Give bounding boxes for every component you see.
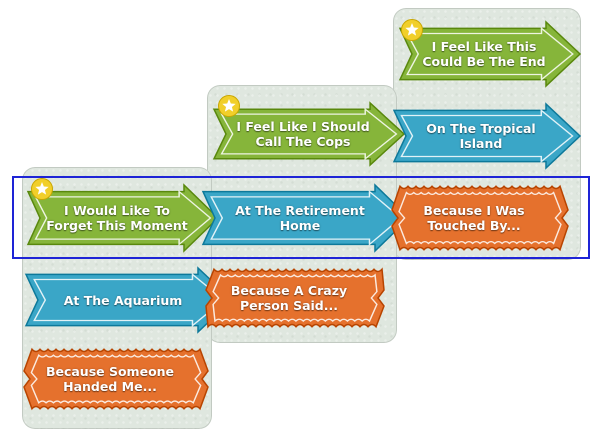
tile-shape [398,20,582,88]
tile-shape-border [220,107,398,161]
star-icon [31,178,53,200]
tile-feel-like-end[interactable]: I Feel Like This Could Be The End [398,20,582,88]
star-icon [218,95,240,117]
tile-retirement-home[interactable]: At The Retirement Home [201,183,411,253]
tile-shape-border [398,191,562,245]
tile-shape-border [212,273,378,323]
tile-shape-fill [205,267,385,329]
star-icon-shape [218,95,240,117]
tile-tropical-island[interactable]: On The Tropical Island [392,102,582,170]
tile-shape-fill [212,101,406,167]
tile-shape [205,267,385,329]
tile-shape-border [406,26,574,82]
tile-shape-fill [23,347,209,411]
star-icon [401,19,423,41]
tile-shape [23,347,209,411]
tile-shape-border [210,190,402,246]
tile-shape [392,102,582,170]
tile-forget-moment[interactable]: I Would Like To Forget This Moment [26,183,220,253]
tile-aquarium[interactable]: At The Aquarium [24,266,234,334]
star-icon-shape [31,178,53,200]
tile-shape-fill [391,184,569,252]
tile-shape [26,183,220,253]
tile-should-call-cops[interactable]: I Feel Like I Should Call The Cops [212,101,406,167]
star-icon-shape [401,19,423,41]
tile-shape-fill [392,102,582,170]
tile-shape-fill [26,183,220,253]
tile-shape-fill [201,183,411,253]
tile-shape-border [30,353,202,405]
tile-shape [201,183,411,253]
tile-shape-border [400,108,574,164]
tile-someone-handed[interactable]: Because Someone Handed Me... [23,346,209,412]
tile-shape [391,184,569,252]
tile-touched-by[interactable]: Because I Was Touched By... [391,183,569,253]
tile-crazy-person[interactable]: Because A Crazy Person Said... [205,266,385,330]
tile-shape-border [34,190,212,246]
tile-shape [24,266,234,334]
tile-shape-fill [24,266,234,334]
tile-shape [212,101,406,167]
tile-shape-fill [398,20,582,88]
tile-shape-border [33,272,225,328]
